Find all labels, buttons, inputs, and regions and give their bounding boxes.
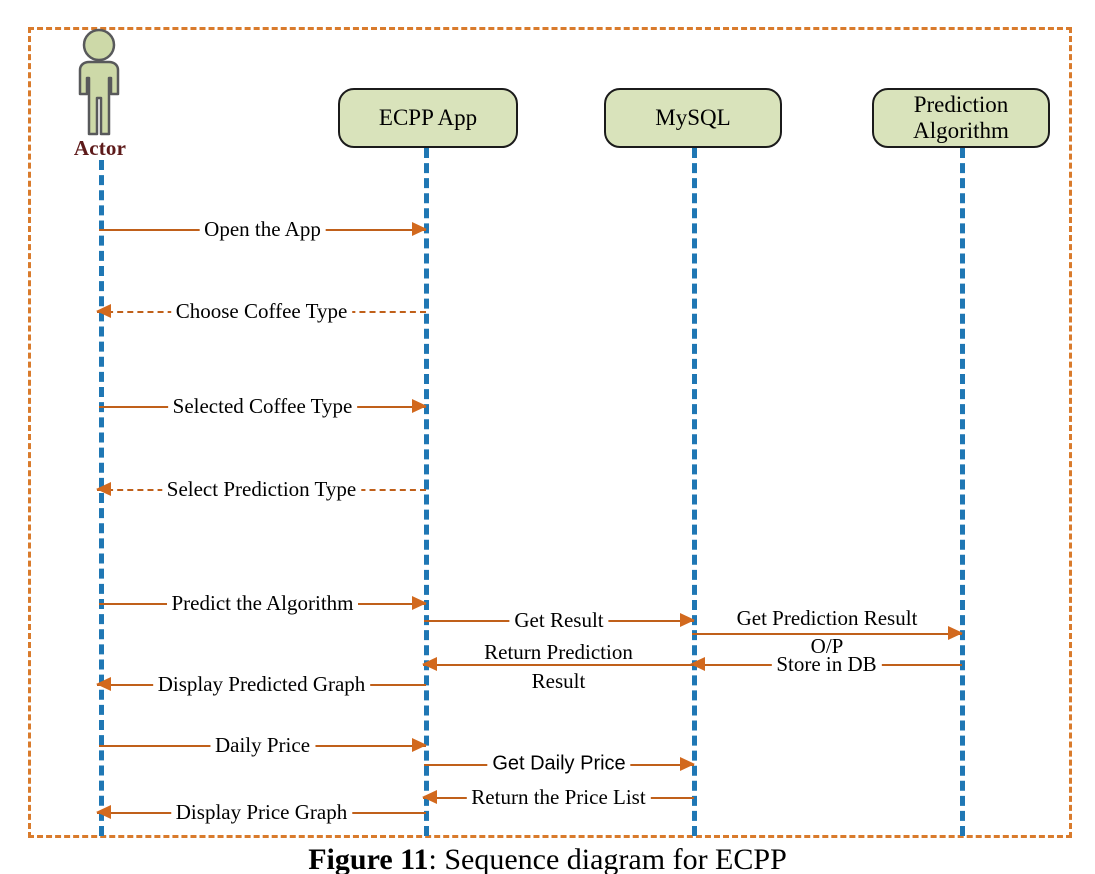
lifeline-box-app[interactable]: ECPP App — [338, 88, 518, 148]
message-line — [692, 633, 962, 635]
arrowhead-right-icon — [412, 738, 427, 752]
message-label: Select Prediction Type — [161, 478, 362, 500]
lifeline-box-prediction[interactable]: Prediction Algorithm — [872, 88, 1050, 148]
lifeline-box-prediction-label-line1: Prediction — [913, 92, 1009, 118]
arrowhead-left-icon — [96, 805, 111, 819]
message-label: Store in DB — [771, 653, 882, 675]
arrowhead-left-icon — [96, 304, 111, 318]
lifeline-box-mysql[interactable]: MySQL — [604, 88, 782, 148]
figure-caption-number: Figure 11 — [308, 843, 429, 874]
arrowhead-left-icon — [96, 677, 111, 691]
arrowhead-left-icon — [422, 657, 437, 671]
message-label-line1: Get Prediction Result — [736, 606, 918, 630]
arrowhead-right-icon — [412, 222, 427, 236]
message-label-return-prediction-result: Result — [423, 670, 694, 692]
message-line — [423, 664, 694, 666]
lifeline-box-app-label: ECPP App — [378, 105, 478, 131]
lifeline-box-mysql-label: MySQL — [655, 105, 731, 131]
message-label: Display Predicted Graph — [152, 673, 371, 695]
arrowhead-left-icon — [690, 657, 705, 671]
arrowhead-right-icon — [948, 626, 963, 640]
message-label-line2: O/P — [810, 634, 844, 658]
lifeline-actor — [99, 160, 104, 836]
arrowhead-left-icon — [96, 482, 111, 496]
message-label: Daily Price — [209, 734, 316, 756]
message-label: Return the Price List — [466, 786, 651, 808]
message-label: Choose Coffee Type — [170, 300, 353, 322]
lifeline-box-prediction-label-wrap: Prediction Algorithm — [913, 92, 1009, 144]
lifeline-app — [424, 148, 429, 836]
message-label: Display Price Graph — [170, 801, 353, 823]
arrowhead-left-icon — [422, 790, 437, 804]
lifeline-prediction — [960, 148, 965, 836]
arrowhead-right-icon — [680, 613, 695, 627]
message-label-line2: Result — [531, 669, 586, 693]
lifeline-mysql — [692, 148, 697, 836]
lifeline-box-prediction-label-line2: Algorithm — [913, 118, 1009, 143]
arrowhead-right-icon — [412, 399, 427, 413]
diagram-frame — [28, 27, 1072, 838]
message-label-line1: Return Prediction — [484, 640, 633, 664]
message-label: Selected Coffee Type — [167, 395, 358, 417]
message-label: Get Result — [509, 609, 609, 631]
message-label-get-prediction-result-op: O/P — [692, 635, 962, 657]
message-label: Get Daily Price — [487, 753, 631, 775]
arrowhead-right-icon — [680, 757, 695, 771]
message-label: Open the App — [199, 218, 326, 240]
actor-figure-icon — [62, 28, 136, 138]
message-label-get-prediction-result: Get Prediction Result — [692, 607, 962, 629]
message-label-return-prediction: Return Prediction — [423, 641, 694, 663]
message-label: Predict the Algorithm — [166, 592, 359, 614]
figure-caption: Figure 11: Sequence diagram for ECPP — [0, 843, 1095, 874]
arrowhead-right-icon — [412, 596, 427, 610]
figure-caption-text: : Sequence diagram for ECPP — [428, 843, 787, 874]
actor-label: Actor — [73, 136, 127, 160]
